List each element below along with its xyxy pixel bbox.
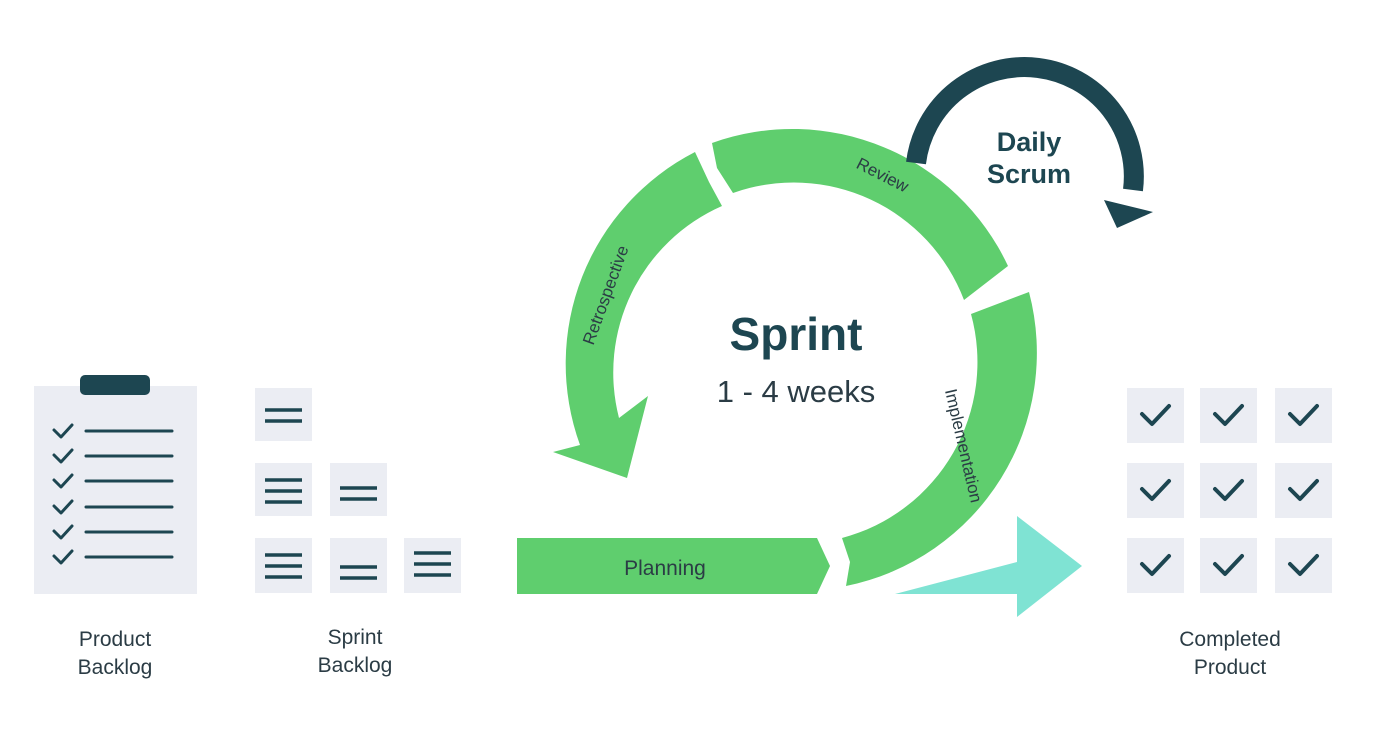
completed-tile xyxy=(1275,463,1332,518)
retrospective-segment xyxy=(553,152,722,478)
completed-tile xyxy=(1275,538,1332,593)
product-backlog-label-line2: Backlog xyxy=(77,656,153,679)
backlog-tile xyxy=(255,463,312,516)
check-icon xyxy=(1140,404,1171,426)
completed-tile xyxy=(1200,463,1257,518)
backlog-tile xyxy=(330,538,387,593)
check-icon xyxy=(1213,404,1244,426)
daily-scrum-arrow xyxy=(906,57,1153,228)
planning-label: Planning xyxy=(624,557,706,580)
sprint-title: Sprint xyxy=(730,308,863,360)
sprint-backlog-caption: Sprint Backlog xyxy=(295,624,415,680)
clipboard-board xyxy=(34,386,197,594)
completed-tile xyxy=(1127,463,1184,518)
check-icon xyxy=(1288,404,1319,426)
completed-tile xyxy=(1200,538,1257,593)
product-backlog-clipboard xyxy=(34,375,197,594)
checklist-icon xyxy=(52,423,74,565)
product-backlog-caption: Product Backlog xyxy=(55,626,175,682)
completed-tile xyxy=(1275,388,1332,443)
sprint-backlog-label-line2: Backlog xyxy=(317,654,393,677)
backlog-tile xyxy=(255,388,312,441)
backlog-tile xyxy=(255,538,312,593)
completed-product-label-line1: Completed xyxy=(1179,628,1281,651)
completed-tile xyxy=(1127,538,1184,593)
implementation-segment xyxy=(842,292,1037,586)
clipboard-clip xyxy=(80,375,150,395)
completed-tile xyxy=(1127,388,1184,443)
check-icon xyxy=(1213,554,1244,576)
planning-segment xyxy=(517,538,830,594)
product-backlog-label-line1: Product xyxy=(78,628,152,651)
check-icon xyxy=(1140,479,1171,501)
check-icon xyxy=(1288,479,1319,501)
completed-product-caption: Completed Product xyxy=(1150,626,1310,682)
completed-product-grid xyxy=(1127,388,1332,593)
check-icon xyxy=(1213,479,1244,501)
checklist-lines xyxy=(84,429,174,559)
completed-tile xyxy=(1200,388,1257,443)
backlog-tile xyxy=(330,463,387,516)
check-icon xyxy=(1140,554,1171,576)
sprint-backlog-label-line1: Sprint xyxy=(327,626,383,649)
sprint-duration: 1 - 4 weeks xyxy=(717,374,876,409)
daily-scrum-line1: Daily xyxy=(997,127,1062,157)
backlog-tile xyxy=(404,538,461,593)
output-arrow xyxy=(895,516,1082,617)
check-icon xyxy=(1288,554,1319,576)
completed-product-label-line2: Product xyxy=(1193,656,1267,679)
daily-scrum-line2: Scrum xyxy=(987,159,1071,189)
review-segment xyxy=(712,128,1008,300)
sprint-backlog-tiles xyxy=(255,388,461,593)
